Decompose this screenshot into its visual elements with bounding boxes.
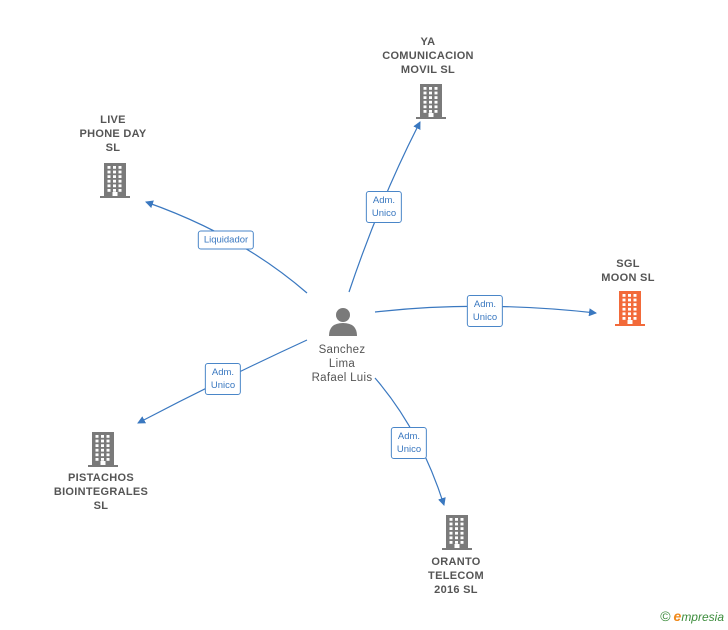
empresia-logo[interactable]: ©empresia xyxy=(660,608,724,624)
person-icon xyxy=(329,308,357,336)
logo-text: mpresia xyxy=(681,610,724,624)
building-icon xyxy=(416,84,446,119)
edge-label-live: Liquidador xyxy=(197,230,255,250)
copyright-symbol: © xyxy=(660,608,671,624)
edge-label-sgl: Adm. Unico xyxy=(466,295,504,327)
building-icon xyxy=(442,515,472,550)
company-node-oranto[interactable] xyxy=(442,514,472,555)
company-node-live[interactable] xyxy=(100,162,130,203)
edge-label-ya: Adm. Unico xyxy=(365,191,403,223)
center-person-node[interactable] xyxy=(328,306,358,341)
center-person-label[interactable]: Sanchez Lima Rafael Luis xyxy=(311,344,373,384)
company-node-sgl[interactable] xyxy=(615,290,645,331)
building-icon xyxy=(615,291,645,326)
company-node-ya[interactable] xyxy=(416,83,446,124)
edge-label-pistachos: Adm. Unico xyxy=(204,363,242,395)
company-node-pistachos[interactable] xyxy=(88,431,118,472)
logo-e: e xyxy=(673,608,682,624)
building-icon xyxy=(100,163,130,198)
company-label-live[interactable]: LIVE PHONE DAY SL xyxy=(79,114,147,154)
company-label-ya[interactable]: YA COMUNICACION MOVIL SL xyxy=(382,36,474,76)
company-label-oranto[interactable]: ORANTO TELECOM 2016 SL xyxy=(428,556,484,596)
edge-label-oranto: Adm. Unico xyxy=(390,427,428,459)
building-icon xyxy=(88,432,118,467)
company-label-sgl[interactable]: SGL MOON SL xyxy=(601,258,655,284)
company-label-pistachos[interactable]: PISTACHOS BIOINTEGRALES SL xyxy=(53,472,149,512)
